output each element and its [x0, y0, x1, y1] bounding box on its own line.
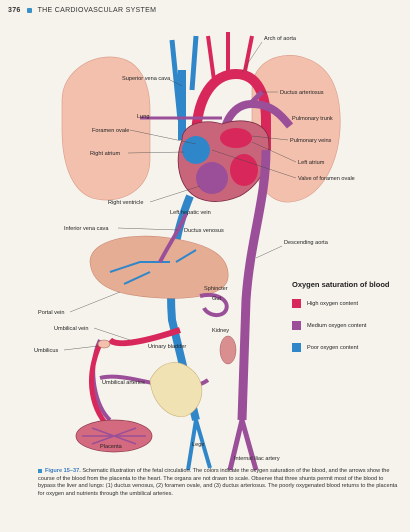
figure-caption: Figure 15–37. Schematic illustration of … — [38, 468, 402, 498]
caption-bullet-icon — [38, 468, 42, 473]
label-arch-of-aorta: Arch of aorta — [264, 36, 297, 42]
legend-swatch-medium — [292, 321, 301, 330]
kidney — [219, 335, 237, 365]
label-foramen-ovale: Foramen ovale — [92, 128, 129, 134]
label-gut: Gut — [212, 296, 221, 302]
placenta-vessels — [82, 427, 146, 445]
descending-aorta — [237, 149, 271, 421]
legend-item: Poor oxygen content — [292, 343, 404, 352]
legend-item: Medium oxygen content — [292, 321, 404, 330]
label-right-ventricle: Right ventricle — [108, 200, 143, 206]
legend-label-medium: Medium oxygen content — [307, 322, 367, 329]
label-right-atrium: Right atrium — [90, 151, 120, 157]
leg-veins — [186, 419, 212, 471]
figure-label: Figure 15–37. — [45, 468, 81, 474]
urinary-bladder — [149, 362, 203, 417]
legend-label-poor: Poor oxygen content — [307, 344, 359, 351]
label-inferior-vena-cava: Inferior vena cava — [64, 226, 109, 232]
label-pulmonary-trunk: Pulmonary trunk — [292, 116, 333, 122]
label-umbilicus: Umbilicus — [34, 348, 58, 354]
label-internal-iliac-artery: Internal iliac artery — [234, 456, 280, 462]
iliac-arteries — [227, 419, 259, 471]
label-descending-aorta: Descending aorta — [284, 240, 329, 246]
label-pulmonary-veins: Pulmonary veins — [290, 138, 332, 144]
label-valve-of-foramen-ovale: Valve of foramen ovale — [298, 176, 355, 182]
label-placenta: Placenta — [100, 444, 123, 450]
right-atrium-chamber — [182, 136, 210, 164]
umbilical-vein — [107, 327, 181, 347]
left-atrium-chamber — [220, 128, 252, 148]
section-title: THE CARDIOVASCULAR SYSTEM — [37, 7, 157, 14]
bullet-icon — [26, 8, 32, 13]
label-legs: Legs — [192, 442, 204, 448]
ductus-venosus — [158, 213, 188, 263]
legend-swatch-poor — [292, 343, 301, 352]
label-kidney: Kidney — [212, 328, 229, 334]
label-superior-vena-cava-1: Superior vena cava — [122, 76, 171, 82]
label-portal-vein: Portal vein — [38, 310, 64, 316]
gut — [199, 293, 229, 317]
page-header: 376 THE CARDIOVASCULAR SYSTEM — [8, 7, 156, 14]
legend-item: High oxygen content — [292, 299, 404, 308]
label-urinary-bladder: Urinary bladder — [148, 344, 186, 350]
label-left-atrium: Left atrium — [298, 160, 325, 166]
right-ventricle-chamber — [196, 162, 228, 194]
left-lung — [61, 56, 151, 201]
label-lung: Lung — [137, 114, 149, 120]
brachiocephalic-vessels — [206, 32, 254, 81]
legend-swatch-high — [292, 299, 301, 308]
left-ventricle-chamber — [230, 154, 258, 186]
legend-label-high: High oxygen content — [307, 300, 358, 307]
oxygen-legend: Oxygen saturation of blood High oxygen c… — [292, 280, 404, 365]
legend-title: Oxygen saturation of blood — [292, 280, 390, 289]
label-umbilical-arteries: Umbilical arteries — [102, 380, 145, 386]
label-ductus-arteriosus: Ductus arteriosus — [280, 90, 324, 96]
caption-text: Schematic illustration of the fetal circ… — [38, 468, 398, 497]
label-left-hepatic-vein: Left hepatic vein — [170, 210, 211, 216]
page-number: 376 — [8, 7, 21, 14]
ductus-arteriosus — [248, 90, 264, 106]
label-ductus-venosus: Ductus venosus — [184, 228, 224, 234]
label-sphincter: Sphincter — [204, 286, 228, 292]
umbilicus — [97, 339, 111, 349]
label-umbilical-vein: Umbilical vein — [54, 326, 89, 332]
